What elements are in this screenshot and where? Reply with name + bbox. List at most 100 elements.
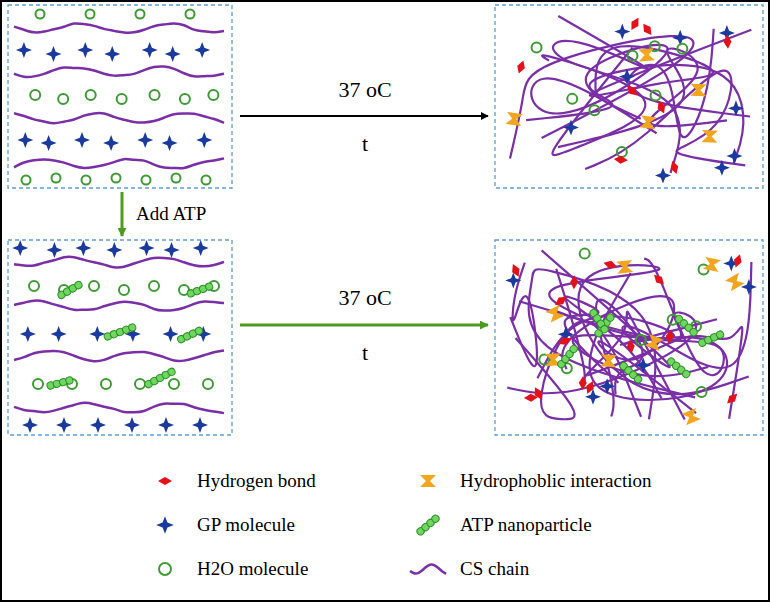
water-molecule	[617, 147, 627, 157]
gp-molecule	[165, 46, 181, 62]
cs-chain	[14, 257, 224, 268]
cs-chain	[542, 250, 752, 368]
gp-molecule	[635, 357, 651, 373]
hydrogen-bond	[557, 335, 573, 348]
hydrophobic-interaction	[505, 112, 523, 126]
gp-molecule	[728, 100, 744, 116]
gp-molecule	[714, 160, 730, 176]
gp-molecule	[106, 242, 122, 258]
gp-molecule	[17, 132, 33, 148]
water-molecule	[589, 105, 599, 115]
hydrophobic-interaction	[703, 257, 721, 272]
water-molecule	[580, 249, 590, 259]
water-molecule	[532, 42, 542, 52]
water-molecule	[135, 379, 145, 389]
hydrogen-bond	[628, 16, 642, 32]
water-molecule	[29, 281, 39, 291]
gp-molecule	[162, 135, 178, 151]
water-molecule	[677, 44, 687, 54]
cs-chain	[14, 301, 224, 311]
gp-molecule	[12, 240, 28, 256]
gp-molecule	[505, 272, 521, 288]
atp-bead	[74, 280, 84, 290]
gp-molecule	[655, 168, 671, 184]
hydrogen-bond	[665, 329, 675, 344]
water-molecule	[136, 10, 145, 19]
hydrogen-bond	[570, 275, 578, 289]
atp-bead	[194, 326, 204, 336]
hydrophobic-interaction-label: Hydrophoblic interaction	[460, 466, 652, 496]
atp-nanoparticle	[57, 280, 84, 300]
water-molecule	[627, 51, 637, 61]
time-label: t	[362, 132, 368, 156]
cs-chain	[507, 301, 696, 393]
add-atp-arrow	[121, 192, 124, 236]
gp-molecule	[41, 135, 57, 151]
hydrogen-bond	[515, 59, 527, 75]
gp-molecule	[104, 46, 120, 62]
gp-molecule	[74, 132, 90, 148]
hydrophobic-interaction	[639, 115, 656, 129]
atp-bead	[688, 327, 698, 337]
water-molecule	[142, 176, 151, 185]
cs-chain	[14, 66, 224, 77]
gp-molecule	[75, 240, 91, 256]
atp-nanoparticle	[103, 323, 137, 341]
water-molecule	[651, 91, 661, 101]
cs-chain	[14, 113, 224, 123]
atp-bead	[128, 323, 137, 332]
water-molecule	[169, 379, 179, 389]
cs-chain	[14, 23, 224, 32]
gp-molecule	[163, 326, 179, 342]
hydrogen-bond	[723, 34, 732, 49]
water-molecule	[697, 387, 707, 397]
cs-chain	[526, 65, 743, 163]
atp-nanoparticle	[674, 314, 699, 337]
hydrophobic-interaction	[616, 260, 633, 274]
sol-state	[14, 10, 224, 185]
water-molecule	[101, 379, 111, 389]
water-molecule	[58, 94, 68, 104]
hydrogen-bond	[655, 99, 668, 115]
gp-molecule	[193, 240, 209, 256]
atp-bead	[65, 376, 74, 385]
water-molecule	[86, 90, 96, 100]
atp-bead	[715, 330, 725, 340]
gp-molecule	[614, 24, 630, 40]
water-molecule	[203, 379, 213, 389]
hydrogen-bond	[553, 294, 569, 309]
water-molecule	[119, 285, 129, 295]
temperature-label: 37 oC	[338, 286, 391, 310]
water-molecule	[112, 174, 121, 183]
water-molecule	[150, 90, 160, 100]
gp-molecule	[45, 46, 61, 62]
gp-molecule	[22, 417, 38, 433]
cs-chain	[565, 297, 662, 399]
gp-molecule	[599, 378, 615, 394]
gp-molecule	[90, 417, 106, 433]
cs-chain	[558, 49, 727, 148]
hydrogen-bond	[624, 83, 640, 98]
water-molecule	[208, 90, 218, 100]
hydrogen-bond	[531, 385, 545, 401]
legend-sample	[408, 554, 452, 584]
gp-molecule	[192, 417, 208, 433]
gp-molecule	[16, 42, 32, 58]
atp-bead	[430, 514, 440, 524]
hydrogen-bond	[640, 21, 655, 37]
water-molecule	[202, 176, 211, 185]
atp-bead	[205, 282, 214, 291]
cs-chain	[515, 321, 641, 419]
hydrogen-bond	[613, 155, 628, 164]
gel-state	[505, 16, 751, 184]
cs-chain	[585, 71, 745, 169]
legend-sample	[145, 466, 189, 496]
gp-molecule	[563, 119, 579, 135]
water-molecule	[89, 281, 99, 291]
atp-nanoparticle	[46, 376, 74, 390]
gp-molecule	[142, 42, 158, 58]
water-molecule	[159, 563, 171, 575]
state-panel	[8, 240, 232, 435]
